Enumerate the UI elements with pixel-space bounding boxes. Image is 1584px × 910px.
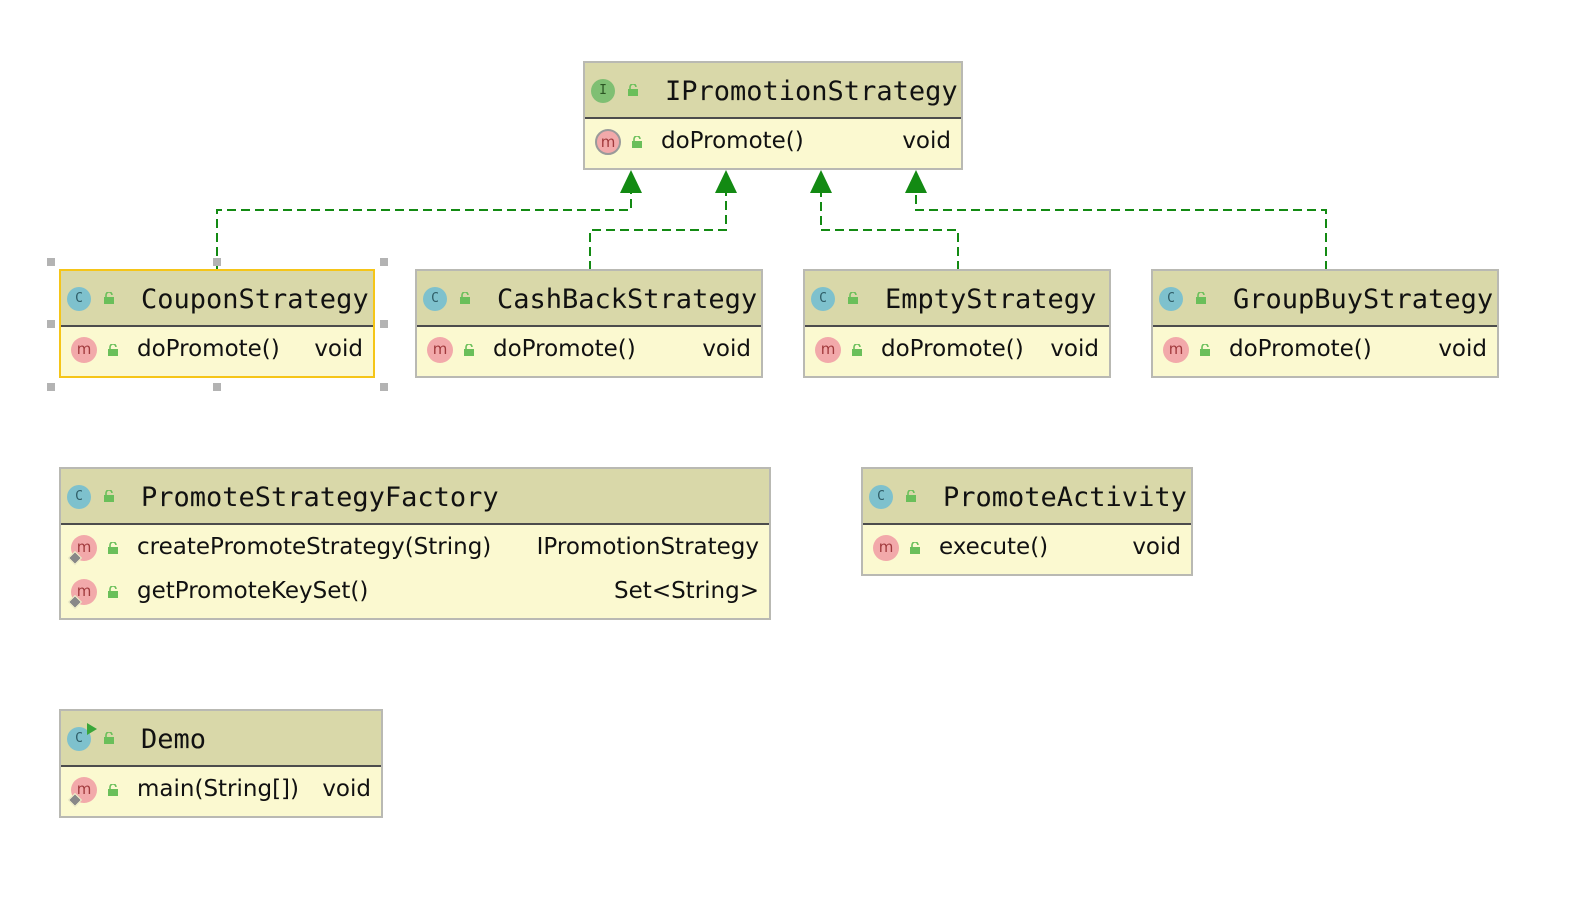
class-node-ipromotionstrategy[interactable]: I IPromotionStrategy m doPromote() void (583, 61, 963, 170)
class-name: EmptyStrategy (885, 284, 1097, 315)
class-header: C PromoteActivity (863, 469, 1191, 525)
selection-handle[interactable] (213, 383, 221, 391)
public-lock-icon (107, 586, 119, 598)
edge-cashback-to-ipromotion (589, 192, 727, 270)
method-row[interactable]: m createPromoteStrategy(String) IPromoti… (61, 525, 769, 569)
method-name: getPromoteKeySet() (137, 578, 369, 604)
class-icon: C (869, 485, 893, 509)
class-header: C EmptyStrategy (805, 271, 1109, 327)
method-row[interactable]: m main(String[]) void (61, 767, 381, 811)
method-row[interactable]: m doPromote() void (1153, 327, 1497, 371)
method-name: doPromote() (1229, 336, 1372, 362)
selection-handle[interactable] (47, 383, 55, 391)
class-node-demo[interactable]: C Demo m main(String[]) void (59, 709, 383, 818)
class-node-cashbackstrategy[interactable]: C CashBackStrategy m doPromote() void (415, 269, 763, 378)
class-header: C CashBackStrategy (417, 271, 761, 327)
class-node-promotestrategyfactory[interactable]: C PromoteStrategyFactory m createPromote… (59, 467, 771, 620)
selection-handle[interactable] (380, 383, 388, 391)
method-icon: m (815, 337, 841, 363)
edge-groupbuy-to-ipromotion (915, 192, 1327, 270)
class-node-promoteactivity[interactable]: C PromoteActivity m execute() void (861, 467, 1193, 576)
public-lock-icon (103, 490, 115, 502)
abstract-method-icon: m (595, 129, 621, 155)
public-lock-icon (459, 292, 471, 304)
edge-empty-to-ipromotion (820, 192, 959, 270)
public-lock-icon (107, 784, 119, 796)
class-name: PromoteActivity (943, 482, 1187, 513)
method-return-type: Set<String> (614, 578, 759, 604)
public-lock-icon (905, 490, 917, 502)
public-lock-icon (103, 292, 115, 304)
class-icon: C (67, 485, 91, 509)
selection-handle[interactable] (380, 320, 388, 328)
class-icon: C (1159, 287, 1183, 311)
class-name: Demo (141, 724, 207, 755)
arrowhead-coupon (620, 170, 642, 193)
arrowhead-groupbuy (905, 170, 927, 193)
method-icon: m (1163, 337, 1189, 363)
method-return-type: void (902, 128, 951, 154)
public-lock-icon (631, 136, 643, 148)
class-name: CouponStrategy (141, 284, 369, 315)
method-name: doPromote() (661, 128, 804, 154)
method-row[interactable]: m doPromote() void (805, 327, 1109, 371)
method-icon: m (71, 535, 97, 561)
public-lock-icon (1199, 344, 1211, 356)
method-return-type: void (1050, 336, 1099, 362)
class-icon: C (811, 287, 835, 311)
method-row[interactable]: m execute() void (863, 525, 1191, 569)
arrowhead-empty (810, 170, 832, 193)
public-lock-icon (107, 542, 119, 554)
class-header: I IPromotionStrategy (585, 63, 961, 119)
selection-handle[interactable] (380, 258, 388, 266)
run-marker-icon (87, 723, 97, 735)
selection-handle[interactable] (213, 258, 221, 266)
method-return-type: void (702, 336, 751, 362)
public-lock-icon (851, 344, 863, 356)
public-lock-icon (627, 84, 639, 96)
method-row[interactable]: m doPromote() void (417, 327, 761, 371)
class-name: GroupBuyStrategy (1233, 284, 1494, 315)
arrowhead-cashback (715, 170, 737, 193)
public-lock-icon (909, 542, 921, 554)
class-name: IPromotionStrategy (665, 76, 958, 107)
class-node-emptystrategy[interactable]: C EmptyStrategy m doPromote() void (803, 269, 1111, 378)
class-node-couponstrategy[interactable]: C CouponStrategy m doPromote() void (59, 269, 375, 378)
method-return-type: void (314, 336, 363, 362)
class-header: C GroupBuyStrategy (1153, 271, 1497, 327)
public-lock-icon (103, 732, 115, 744)
class-header: C CouponStrategy (61, 271, 373, 327)
selection-handle[interactable] (47, 258, 55, 266)
method-name: doPromote() (881, 336, 1024, 362)
method-name: execute() (939, 534, 1049, 560)
edge-coupon-to-ipromotion (216, 192, 632, 270)
method-return-type: void (1132, 534, 1181, 560)
method-name: doPromote() (137, 336, 280, 362)
public-lock-icon (107, 344, 119, 356)
method-return-type: void (322, 776, 371, 802)
class-name: PromoteStrategyFactory (141, 482, 499, 513)
method-name: createPromoteStrategy(String) (137, 534, 492, 560)
public-lock-icon (847, 292, 859, 304)
method-icon: m (427, 337, 453, 363)
method-return-type: IPromotionStrategy (536, 534, 759, 560)
class-node-groupbuystrategy[interactable]: C GroupBuyStrategy m doPromote() void (1151, 269, 1499, 378)
public-lock-icon (463, 344, 475, 356)
public-lock-icon (1195, 292, 1207, 304)
method-name: doPromote() (493, 336, 636, 362)
class-header: C Demo (61, 711, 381, 767)
interface-icon: I (591, 79, 615, 103)
method-row[interactable]: m doPromote() void (585, 119, 961, 163)
selection-handle[interactable] (47, 320, 55, 328)
method-row[interactable]: m doPromote() void (61, 327, 373, 371)
class-icon: C (423, 287, 447, 311)
class-name: CashBackStrategy (497, 284, 758, 315)
method-icon: m (873, 535, 899, 561)
method-return-type: void (1438, 336, 1487, 362)
method-icon: m (71, 337, 97, 363)
class-icon: C (67, 287, 91, 311)
method-row[interactable]: m getPromoteKeySet() Set<String> (61, 569, 769, 613)
method-name: main(String[]) (137, 776, 299, 802)
class-header: C PromoteStrategyFactory (61, 469, 769, 525)
